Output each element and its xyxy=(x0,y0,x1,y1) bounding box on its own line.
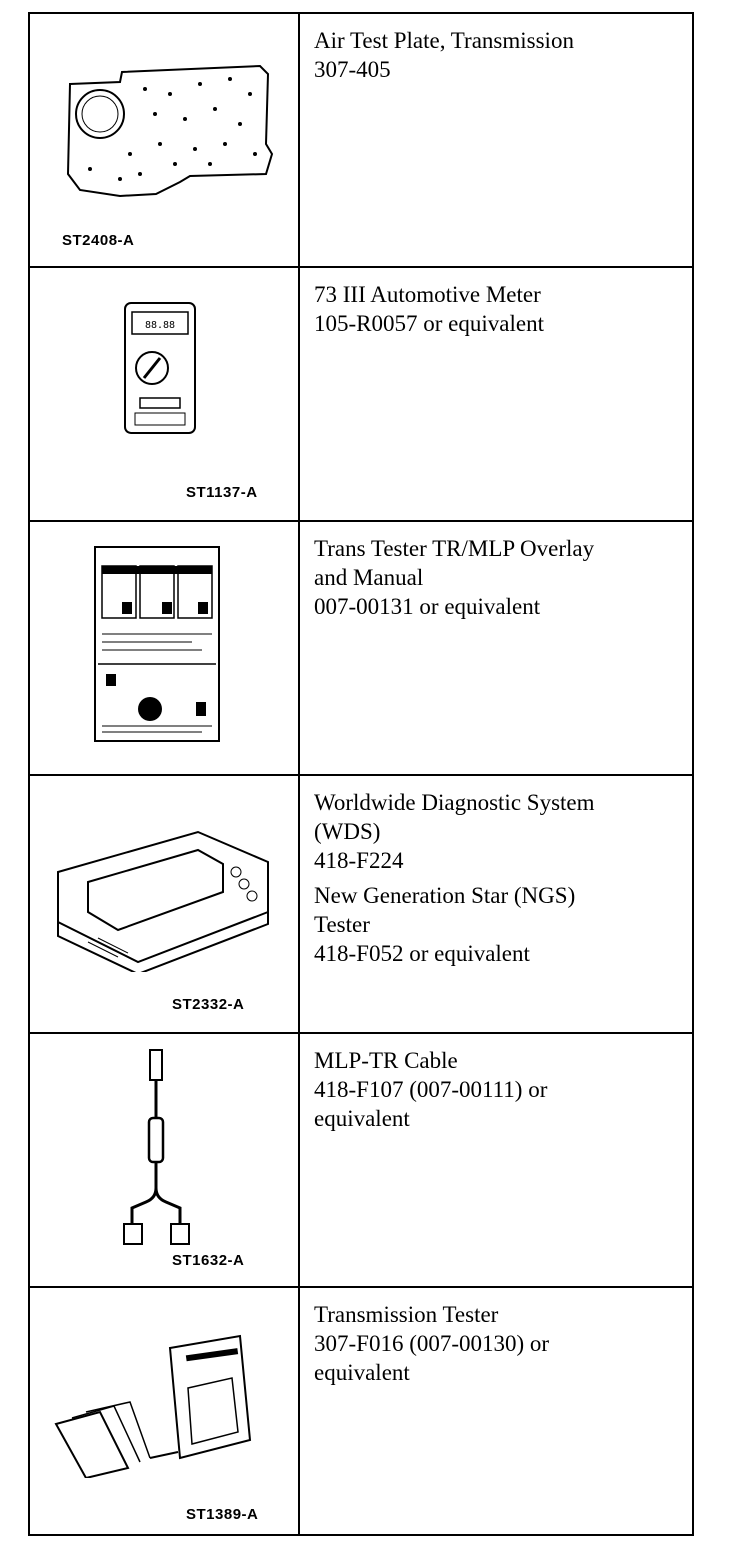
transmission-tester-icon xyxy=(54,1334,252,1478)
svg-text:88.88: 88.88 xyxy=(145,320,175,331)
tool-number: 307-405 xyxy=(314,57,391,82)
diagnostic-tablet-icon xyxy=(57,830,269,972)
figure-code: ST2408-A xyxy=(62,232,135,249)
tool-description: 73 III Automotive Meter 105-R0057 or equ… xyxy=(302,268,692,520)
tool-number: 105-R0057 or equivalent xyxy=(314,311,544,336)
tool-description: Trans Tester TR/MLP Overlay and Manual 0… xyxy=(302,522,692,774)
tool-number: 418-F224 xyxy=(314,848,404,873)
tool-name: MLP-TR Cable xyxy=(314,1048,458,1073)
tool-name: Transmission Tester xyxy=(314,1302,499,1327)
tool-name-continued: (WDS) xyxy=(314,819,381,844)
tool-name: Air Test Plate, Transmission xyxy=(314,28,574,53)
tool-description: Transmission Tester 307-F016 (007-00130)… xyxy=(302,1288,692,1534)
tool-image-cell: 88.88 ST1137-A xyxy=(30,268,300,520)
tool-number-continued: equivalent xyxy=(314,1106,410,1131)
tool-row: Trans Tester TR/MLP Overlay and Manual 0… xyxy=(30,522,692,776)
tool-row: ST2332-A Worldwide Diagnostic System (WD… xyxy=(30,776,692,1034)
tool-image-cell: ST1389-A xyxy=(30,1288,300,1534)
cable-icon xyxy=(123,1049,190,1245)
tool-name-continued: and Manual xyxy=(314,565,424,590)
tool-description: Worldwide Diagnostic System (WDS) 418-F2… xyxy=(302,776,692,1032)
tool-name: 73 III Automotive Meter xyxy=(314,282,541,307)
tool-number-continued: equivalent xyxy=(314,1360,410,1385)
tool-image-cell: ST1632-A xyxy=(30,1034,300,1286)
overlay-manual-icon xyxy=(94,546,220,742)
tool-name: Trans Tester TR/MLP Overlay xyxy=(314,536,595,561)
figure-code: ST1389-A xyxy=(186,1506,259,1523)
air-test-plate-icon xyxy=(66,64,274,198)
tool-name: Worldwide Diagnostic System xyxy=(314,790,595,815)
tool-number: 007-00131 or equivalent xyxy=(314,594,541,619)
tool-alt-name: New Generation Star (NGS) xyxy=(314,883,576,908)
tool-alt-number: 418-F052 or equivalent xyxy=(314,941,530,966)
figure-code: ST2332-A xyxy=(172,996,245,1013)
tool-row: 88.88 ST1137-A 73 III Automotive Meter 1… xyxy=(30,268,692,522)
tool-alt-name-continued: Tester xyxy=(314,912,370,937)
tool-description: MLP-TR Cable 418-F107 (007-00111) or equ… xyxy=(302,1034,692,1286)
tool-description: Air Test Plate, Transmission 307-405 xyxy=(302,14,692,266)
tool-row: ST1389-A Transmission Tester 307-F016 (0… xyxy=(30,1288,692,1534)
tool-image-cell xyxy=(30,522,300,774)
tool-row: ST1632-A MLP-TR Cable 418-F107 (007-0011… xyxy=(30,1034,692,1288)
figure-code: ST1632-A xyxy=(172,1252,245,1269)
tool-number: 418-F107 (007-00111) or xyxy=(314,1077,548,1102)
figure-code: ST1137-A xyxy=(186,484,258,501)
special-tools-table: ST2408-A Air Test Plate, Transmission 30… xyxy=(28,12,694,1536)
tool-number: 307-F016 (007-00130) or xyxy=(314,1331,550,1356)
tool-image-cell: ST2332-A xyxy=(30,776,300,1032)
tool-image-cell: ST2408-A xyxy=(30,14,300,266)
tool-row: ST2408-A Air Test Plate, Transmission 30… xyxy=(30,14,692,268)
multimeter-icon: 88.88 xyxy=(124,302,196,434)
